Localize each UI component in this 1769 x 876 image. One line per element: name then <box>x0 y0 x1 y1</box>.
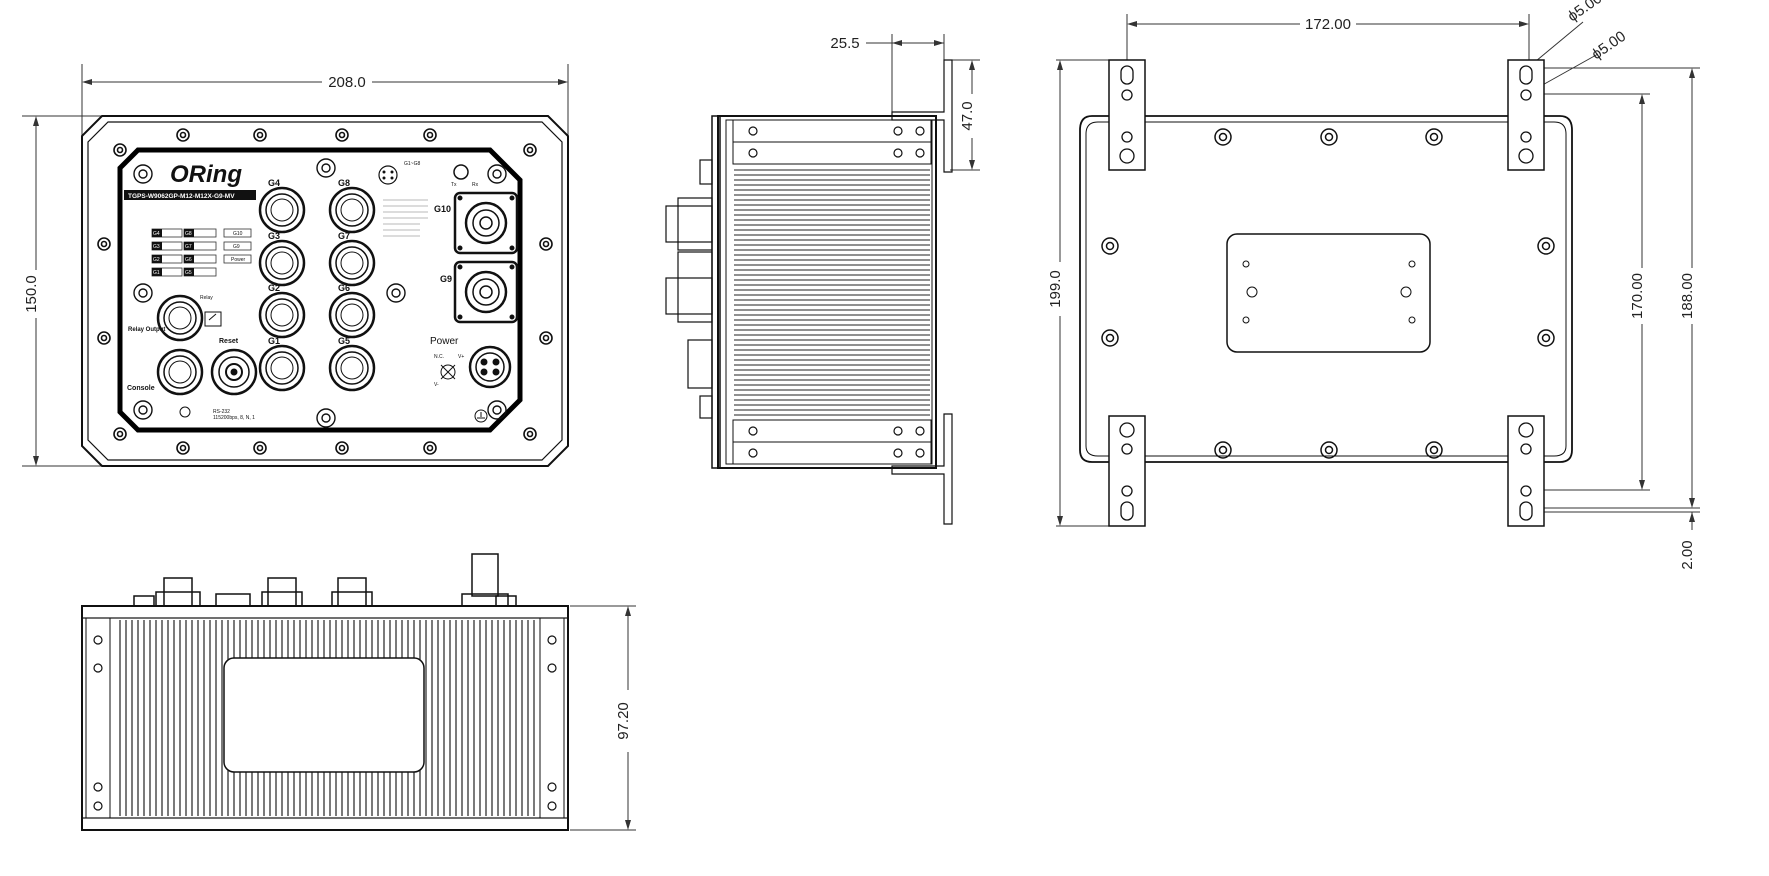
reset-label: Reset <box>219 338 239 345</box>
port-label-g2: G2 <box>268 283 280 293</box>
side-view: 25.5 47.0 <box>665 34 980 525</box>
port-relay-output <box>156 294 204 342</box>
port-g3 <box>258 239 306 287</box>
port-label-g5: G5 <box>338 336 350 346</box>
m12-ports <box>156 186 376 396</box>
status-label-g9: G9 <box>233 244 240 250</box>
power-pin-vplus: V+ <box>458 354 464 360</box>
led-label-g4: G4 <box>153 231 160 237</box>
port-g1 <box>258 344 306 392</box>
side-body <box>717 115 937 469</box>
port-label-g6: G6 <box>338 283 350 293</box>
port-label-g10: G10 <box>434 204 451 214</box>
rear-brackets <box>1108 59 1545 527</box>
power-pin-vminus: V- <box>434 382 439 388</box>
dim-rear-height-outer: 188.00 <box>1679 273 1696 319</box>
g-range-label: G1~G8 <box>404 161 420 167</box>
dim-rear-height-left: 199.0 <box>1047 270 1064 308</box>
relay-label: Relay <box>200 295 213 301</box>
port-g4 <box>258 186 306 234</box>
side-heat-fins <box>734 169 930 416</box>
port-g5 <box>328 344 376 392</box>
dim-rear-hole-1: ϕ5.00 <box>1565 0 1606 25</box>
port-label-g8: G8 <box>338 178 350 188</box>
port-g10 <box>453 191 519 255</box>
reset-button <box>210 348 258 396</box>
led-label-g7: G7 <box>185 244 192 250</box>
perimeter-screws <box>97 128 553 455</box>
model-name: TGPS-W9062GP-M12-M12X-G9-MV <box>128 193 235 200</box>
port-g9 <box>453 260 519 324</box>
rear-center-plate <box>1226 233 1431 353</box>
dim-side-depth: 25.5 <box>830 35 859 52</box>
front-view: 208.0 150.0 <box>22 64 569 467</box>
led-label-g3: G3 <box>153 244 160 250</box>
status-label-power: Power <box>231 257 246 263</box>
dim-front-width: 208.0 <box>328 74 366 91</box>
dim-rear-hole-2: ϕ5.00 <box>1589 28 1630 63</box>
rear-body <box>1079 115 1573 463</box>
port-g8 <box>328 186 376 234</box>
front-panel-border <box>117 147 523 433</box>
brand-logo: ORing <box>170 161 242 188</box>
side-connectors <box>665 159 713 419</box>
port-label-g7: G7 <box>338 231 350 241</box>
led-label-g1: G1 <box>153 270 160 276</box>
port-console <box>156 348 204 396</box>
led-label-g2: G2 <box>153 257 160 263</box>
rx-label: Rx <box>472 182 479 188</box>
led-label-g6: G6 <box>185 257 192 263</box>
dim-front-height: 150.0 <box>23 275 40 313</box>
rs232-params: 115200bps, 8, N, 1 <box>213 415 255 421</box>
relay-output-label: Relay Output <box>128 327 165 333</box>
bottom-label-window <box>223 657 425 773</box>
dim-rear-offset: 2.00 <box>1679 540 1696 569</box>
port-label-g4: G4 <box>268 178 280 188</box>
rear-view: 172.00 ϕ5.00 ϕ5.00 199.0 170.00 188.00 <box>1047 0 1700 570</box>
port-label-g9: G9 <box>440 274 452 284</box>
status-label-g10: G10 <box>233 231 243 237</box>
power-pin-nc: N.C. <box>434 354 444 360</box>
rs232-label: RS-232 <box>213 409 230 415</box>
tx-label: Tx <box>451 182 457 188</box>
port-label-g1: G1 <box>268 336 280 346</box>
port-g7 <box>328 239 376 287</box>
console-label: Console <box>127 385 155 392</box>
dim-rear-width: 172.00 <box>1305 16 1351 33</box>
bottom-connectors <box>133 553 517 607</box>
port-g6 <box>328 291 376 339</box>
dim-rear-height-inner: 170.00 <box>1629 273 1646 319</box>
port-label-g3: G3 <box>268 231 280 241</box>
led-blocks <box>151 228 252 277</box>
led-label-g5: G5 <box>185 270 192 276</box>
port-g2 <box>258 291 306 339</box>
led-label-g8: G8 <box>185 231 192 237</box>
power-label: Power <box>430 336 459 347</box>
power-connector <box>468 345 512 389</box>
front-outer-frame <box>81 115 569 467</box>
dim-side-height: 47.0 <box>959 101 976 130</box>
bottom-view: 97.20 <box>81 553 636 831</box>
dim-bottom-height: 97.20 <box>615 702 632 740</box>
